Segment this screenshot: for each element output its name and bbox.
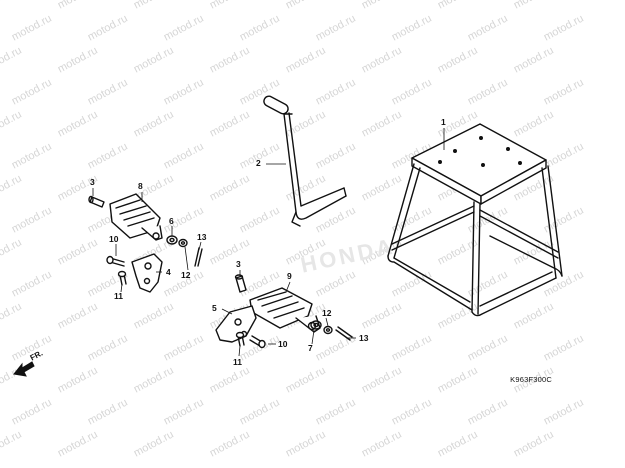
part-3-bolt-lower [234,274,247,293]
part-5-bracket [215,305,257,343]
callout-3-lower: 3 [236,259,241,269]
callout-3-upper: 3 [90,177,95,187]
part-7-spring [310,320,322,330]
part-3-bolt-upper [88,195,105,208]
part-10-bolt-upper [106,255,125,267]
callout-7: 7 [308,343,313,353]
callout-10-upper: 10 [109,234,119,244]
callout-13-upper: 13 [197,232,207,242]
callout-11-lower: 11 [233,357,242,367]
part-11-bolt-lower [235,331,245,347]
callout-11-upper: 11 [114,291,123,301]
part-1-stand [387,123,563,317]
leader-lines [92,128,445,357]
callout-1: 1 [441,117,446,127]
part-6-spring [166,235,178,245]
diagram-code: K963F300C [510,375,552,384]
callout-12-upper: 12 [181,270,191,280]
callout-8: 8 [138,181,143,191]
callout-12-lower: 12 [322,308,332,318]
part-4-bracket [131,253,163,293]
callout-9: 9 [287,271,292,281]
part-12-washer-upper [178,238,188,248]
part-13-pin-upper [194,247,203,267]
part-10-bolt-lower [249,335,266,349]
part-8-footpeg [109,193,163,241]
part-11-bolt-upper [117,270,127,286]
callout-13-lower: 13 [359,333,369,343]
part-2-lever [263,95,347,227]
callout-2: 2 [256,158,261,168]
callout-10-lower: 10 [278,339,288,349]
callout-5: 5 [212,303,217,313]
part-9-footpeg [249,287,321,333]
part-12-washer-lower [323,325,333,335]
callout-4: 4 [166,267,171,277]
front-direction-arrow [13,361,35,377]
callout-6: 6 [169,216,174,226]
